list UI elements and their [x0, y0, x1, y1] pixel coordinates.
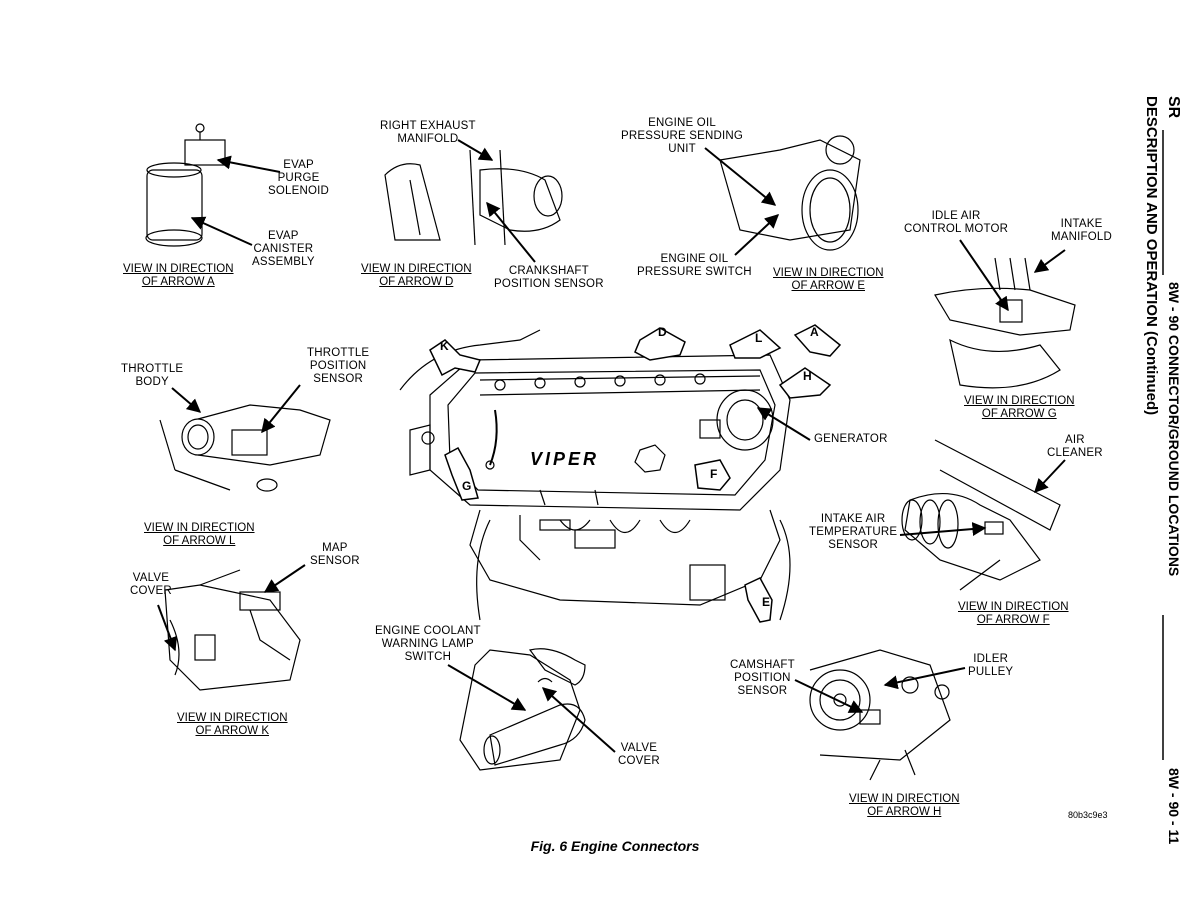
- camshaft-illustration: [809, 649, 951, 781]
- label-idler-pulley: IDLER PULLEY: [968, 653, 1014, 678]
- label-valve-cover-e: VALVE COVER: [618, 742, 660, 767]
- arrow-letter-a: A: [810, 325, 819, 339]
- engine-logo: VIPER: [530, 449, 600, 469]
- label-intake-air-temperature-sensor: INTAKE AIR TEMPERATURE SENSOR: [809, 513, 898, 551]
- page-number: 8W - 90 - 11: [1166, 768, 1182, 845]
- label-camshaft-position-sensor: CAMSHAFT POSITION SENSOR: [730, 659, 795, 697]
- label-throttle-body: THROTTLE BODY: [121, 363, 184, 388]
- label-idle-air-control-motor: IDLE AIR CONTROL MOTOR: [904, 210, 1009, 235]
- label-evap-canister-assembly: EVAP CANISTER ASSEMBLY: [252, 230, 315, 268]
- arrow-f-shape: [694, 459, 731, 491]
- oil-pressure-illustration: [719, 135, 861, 251]
- label-map-sensor: MAP SENSOR: [310, 542, 360, 567]
- label-valve-cover-k: VALVE COVER: [130, 572, 172, 597]
- arrow-k-shape: [429, 339, 482, 377]
- arrow-letter-k: K: [440, 339, 449, 353]
- view-caption-e: VIEW IN DIRECTION OF ARROW E: [773, 267, 884, 292]
- arrow-a-shape: [793, 324, 842, 357]
- arrow-e-shape: [744, 577, 773, 623]
- exhaust-manifold-illustration: [384, 149, 563, 246]
- arrow-letter-d: D: [658, 325, 667, 339]
- view-caption-a: VIEW IN DIRECTION OF ARROW A: [123, 263, 234, 288]
- coolant-switch-illustration: [459, 648, 586, 771]
- view-caption-l: VIEW IN DIRECTION OF ARROW L: [144, 522, 255, 547]
- figure-caption: Fig. 6 Engine Connectors: [530, 838, 700, 854]
- idle-air-illustration: [934, 257, 1076, 389]
- label-engine-oil-pressure-switch: ENGINE OIL PRESSURE SWITCH: [637, 253, 752, 278]
- map-sensor-illustration: [164, 569, 301, 691]
- label-throttle-position-sensor: THROTTLE POSITION SENSOR: [307, 347, 370, 385]
- arrow-letter-l: L: [755, 331, 763, 345]
- throttle-body-illustration: [159, 404, 331, 492]
- view-caption-h: VIEW IN DIRECTION OF ARROW H: [849, 793, 960, 818]
- arrow-g-shape: [444, 446, 479, 501]
- label-crankshaft-position-sensor: CRANKSHAFT POSITION SENSOR: [494, 265, 604, 290]
- label-generator: GENERATOR: [814, 433, 888, 445]
- view-caption-g: VIEW IN DIRECTION OF ARROW G: [964, 395, 1075, 420]
- arrow-d-shape: [634, 327, 686, 361]
- arrow-letter-f: F: [710, 467, 718, 481]
- label-engine-coolant-warning-lamp-switch: ENGINE COOLANT WARNING LAMP SWITCH: [375, 625, 481, 663]
- section-code: SR: [1165, 96, 1182, 119]
- page-subtitle: DESCRIPTION AND OPERATION (Continued): [1143, 96, 1160, 416]
- label-intake-manifold: INTAKE MANIFOLD: [1051, 218, 1113, 243]
- arrow-letter-g: G: [462, 479, 472, 493]
- label-engine-oil-pressure-sending-unit: ENGINE OIL PRESSURE SENDING UNIT: [621, 117, 744, 155]
- evap-canister-illustration: [145, 123, 226, 247]
- label-evap-purge-solenoid: EVAP PURGE SOLENOID: [268, 159, 330, 197]
- label-air-cleaner: AIR CLEANER: [1047, 434, 1103, 459]
- view-caption-f: VIEW IN DIRECTION OF ARROW F: [958, 601, 1069, 626]
- view-caption-d: VIEW IN DIRECTION OF ARROW D: [361, 263, 472, 288]
- arrow-letter-h: H: [803, 369, 812, 383]
- figure-code: 80b3c9e3: [1068, 810, 1108, 820]
- section-title: 8W - 90 CONNECTOR/GROUND LOCATIONS: [1166, 282, 1182, 577]
- direction-arrows: [429, 324, 842, 623]
- arrow-letter-e: E: [762, 595, 771, 609]
- arrow-h-shape: [778, 367, 832, 399]
- view-caption-k: VIEW IN DIRECTION OF ARROW K: [177, 712, 288, 737]
- label-right-exhaust-manifold: RIGHT EXHAUST MANIFOLD: [380, 120, 476, 145]
- arrow-l-shape: [729, 329, 782, 359]
- air-cleaner-illustration: [901, 439, 1061, 591]
